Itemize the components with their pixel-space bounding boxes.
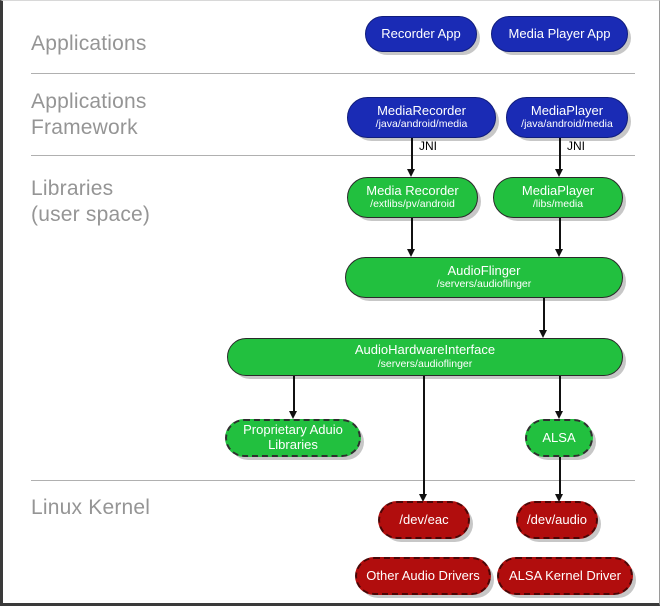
node-media-recorder-library-path: /extlibs/pv/android — [370, 198, 455, 211]
node-mediaplayer-library[interactable]: MediaPlayer /libs/media — [493, 177, 623, 218]
connector-label-jni-left: JNI — [419, 139, 437, 153]
connector-mediarecorderlib-audioflinger — [411, 218, 413, 251]
node-audiohardwareinterface[interactable]: AudioHardwareInterface /servers/audiofli… — [227, 338, 623, 376]
arrowhead-audiohw-proprietarylibs — [289, 411, 297, 419]
arrowhead-mediaplayerlib-audioflinger — [555, 249, 563, 257]
connector-audiohw-proprietarylibs — [293, 376, 295, 413]
arrowhead-mediarecorderlib-audioflinger — [407, 249, 415, 257]
node-mediaplayer-framework[interactable]: MediaPlayer /java/android/media — [506, 97, 628, 138]
node-mediaplayer-framework-path: /java/android/media — [521, 118, 613, 131]
node-proprietary-audio-libraries-line2: Libraries — [268, 437, 318, 452]
node-media-player-app[interactable]: Media Player App — [491, 16, 628, 52]
connector-audiohw-deveac — [423, 376, 425, 496]
node-alsa-title: ALSA — [542, 429, 576, 445]
node-mediarecorder-framework[interactable]: MediaRecorder /java/android/media — [347, 97, 496, 138]
node-alsa[interactable]: ALSA — [525, 419, 593, 457]
node-alsa-kernel-driver-title: ALSA Kernel Driver — [509, 567, 621, 583]
node-dev-audio-title: /dev/audio — [527, 511, 587, 527]
connector-alsa-devaudio — [559, 457, 561, 496]
node-mediarecorder-framework-path: /java/android/media — [375, 118, 468, 131]
divider-applications — [31, 73, 635, 74]
layer-label-libraries: Libraries (user space) — [31, 177, 151, 226]
connector-mediaplayerlib-audioflinger — [559, 218, 561, 251]
node-mediaplayer-library-title: MediaPlayer — [521, 182, 595, 198]
node-media-recorder-library[interactable]: Media Recorder /extlibs/pv/android — [347, 177, 478, 218]
node-proprietary-audio-libraries-line1: Proprietary Aduio — [243, 422, 343, 438]
node-mediaplayer-framework-title: MediaPlayer — [530, 102, 604, 118]
connector-audioflinger-audiohardwareinterface — [543, 298, 545, 332]
node-audioflinger[interactable]: AudioFlinger /servers/audioflinger — [345, 257, 623, 298]
node-audiohardwareinterface-path: /servers/audioflinger — [377, 357, 473, 370]
layer-label-applications: Applications — [31, 32, 147, 55]
arrowhead-audiohw-deveac — [419, 494, 427, 502]
arrowhead-audioflinger-audiohardwareinterface — [539, 330, 547, 338]
node-dev-eac[interactable]: /dev/eac — [378, 501, 470, 539]
node-audiohardwareinterface-title: AudioHardwareInterface — [354, 342, 496, 358]
node-proprietary-audio-libraries[interactable]: Proprietary Aduio Libraries — [225, 419, 361, 457]
node-alsa-kernel-driver[interactable]: ALSA Kernel Driver — [497, 557, 633, 595]
arrowhead-mediaplayer-jni — [555, 169, 563, 177]
node-media-player-app-title: Media Player App — [508, 25, 611, 41]
node-audioflinger-path: /servers/audioflinger — [436, 278, 532, 291]
node-recorder-app[interactable]: Recorder App — [365, 16, 477, 52]
node-dev-eac-title: /dev/eac — [399, 511, 449, 527]
node-media-recorder-library-title: Media Recorder — [366, 182, 459, 198]
node-audioflinger-title: AudioFlinger — [447, 262, 521, 278]
layer-label-linux-kernel: Linux Kernel — [31, 496, 151, 519]
node-mediaplayer-library-path: /libs/media — [532, 198, 584, 211]
node-dev-audio[interactable]: /dev/audio — [516, 501, 598, 539]
layer-label-applications-framework: Applications Framework — [31, 90, 147, 139]
node-recorder-app-title: Recorder App — [381, 25, 461, 41]
divider-libraries — [31, 480, 635, 481]
connector-label-jni-right: JNI — [567, 139, 585, 153]
arrowhead-alsa-devaudio — [555, 494, 563, 502]
connector-mediarecorder-jni — [411, 138, 413, 171]
divider-framework — [31, 155, 635, 156]
node-other-audio-drivers[interactable]: Other Audio Drivers — [355, 557, 491, 595]
arrowhead-audiohw-alsa — [555, 411, 563, 419]
node-mediarecorder-framework-title: MediaRecorder — [377, 102, 466, 118]
arrowhead-mediarecorder-jni — [407, 169, 415, 177]
node-other-audio-drivers-title: Other Audio Drivers — [366, 567, 480, 583]
connector-audiohw-alsa — [559, 376, 561, 413]
connector-mediaplayer-jni — [559, 138, 561, 171]
